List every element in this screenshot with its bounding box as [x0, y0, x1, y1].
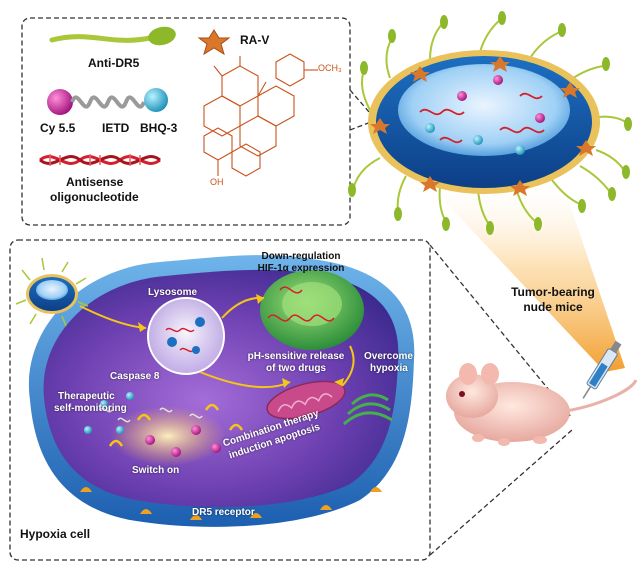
switch-on-glow: [110, 406, 226, 466]
och3-label: OCH₃: [318, 63, 342, 73]
nanoparticle-small: [15, 257, 89, 327]
downregulation-label: Down-regulation: [261, 251, 341, 262]
two-drugs-label: of two drugs: [266, 363, 326, 374]
nude-mouse: [446, 363, 638, 446]
callout-line: [429, 429, 573, 556]
lysosome: [147, 297, 225, 375]
dr5-receptor-label: DR5 receptor: [192, 507, 255, 518]
cy55-label: Cy 5.5: [40, 121, 76, 135]
oh-label: OH: [210, 177, 224, 187]
oligonucleotide-label: oligonucleotide: [50, 190, 139, 204]
overcome-label: Overcome: [364, 351, 413, 362]
ra-v-structure: [203, 53, 318, 177]
probe-icon: [47, 88, 168, 115]
antisense-label: Antisense: [66, 175, 124, 189]
nude-mice-label: nude mice: [523, 300, 583, 314]
antisense-helix-icon: [39, 154, 161, 166]
ra-v-label: RA-V: [240, 33, 270, 47]
ra-v-star-icon: [197, 29, 231, 56]
hypoxia-word-label: hypoxia: [370, 363, 408, 374]
nucleus: [260, 270, 364, 350]
syringe-icon: [582, 340, 622, 399]
arrow-heads: [138, 294, 344, 388]
antibody-icon: [49, 26, 176, 46]
hypoxia-cell-label: Hypoxia cell: [20, 527, 91, 541]
legend-box: [21, 17, 351, 226]
mitochondria: [266, 380, 346, 420]
switch-on-label: Switch on: [132, 465, 180, 476]
probe-swarm: [84, 392, 244, 457]
lysosome-label: Lysosome: [148, 287, 198, 298]
anti-dr5-label: Anti-DR5: [88, 56, 140, 70]
caspase-label: Caspase 8: [110, 371, 160, 382]
ietd-label: IETD: [102, 121, 130, 135]
therapeutic-label: Therapeutic: [58, 391, 115, 402]
callout-line: [349, 119, 377, 131]
bhq3-label: BHQ-3: [140, 121, 178, 135]
ph-release-label: pH-sensitive release: [247, 351, 345, 362]
self-monitoring-label: self-monitoring: [54, 403, 127, 414]
delivery-beam: [420, 175, 625, 372]
hif-label: HIF-1α expression: [257, 263, 345, 274]
dr5-receptor-icon: [80, 487, 382, 520]
tumor-bearing-label: Tumor-bearing: [511, 285, 595, 299]
nanoparticle-large: [348, 11, 632, 235]
endoplasmic-reticulum: [342, 393, 393, 426]
